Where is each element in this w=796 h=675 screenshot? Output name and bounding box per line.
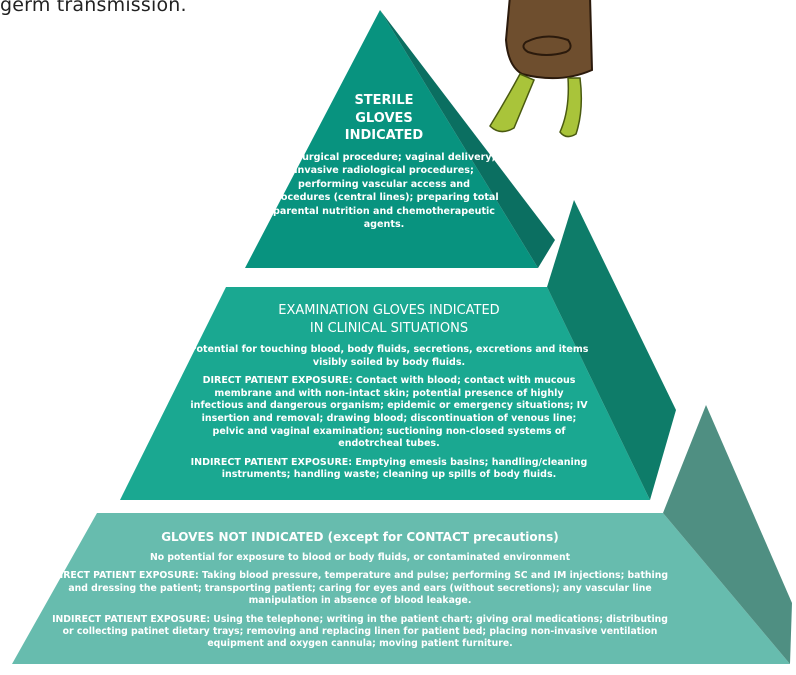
direct-exposure-text: DIRECT PATIENT EXPOSURE: Taking blood pr… xyxy=(52,570,668,607)
tier3-side-face xyxy=(663,405,792,664)
tier-title: STERILE xyxy=(354,93,414,108)
gloves-not-indicated-tier: GLOVES NOT INDICATED (except for CONTACT… xyxy=(50,528,670,651)
tier1-side-face xyxy=(380,10,555,268)
tier-description: Potential for touching blood, body fluid… xyxy=(189,344,589,368)
tier-description: No potential for exposure to blood or bo… xyxy=(149,552,571,563)
tier-title: GLOVES NOT INDICATED (except for CONTACT… xyxy=(161,530,559,544)
caption-text: germ transmission. xyxy=(0,0,187,16)
mascot-body xyxy=(504,0,594,80)
tier-title: INDICATED xyxy=(344,128,424,143)
sterile-gloves-tier: STERILE GLOVES INDICATED Any surgical pr… xyxy=(268,92,500,232)
tier1-front-face xyxy=(245,10,538,268)
tier2-front-face xyxy=(120,287,650,500)
mascot-character xyxy=(489,0,594,138)
mascot-left-leg xyxy=(489,73,535,133)
tier-description: Any surgical procedure; vaginal delivery… xyxy=(269,151,499,231)
tier-title: IN CLINICAL SITUATIONS xyxy=(309,321,469,336)
tier-title: GLOVES xyxy=(355,110,413,126)
mascot-mouth xyxy=(522,35,572,56)
examination-gloves-tier: EXAMINATION GLOVES INDICATED IN CLINICAL… xyxy=(188,302,590,482)
tier3-front-face xyxy=(12,513,790,664)
indirect-exposure-text: INDIRECT PATIENT EXPOSURE: Emptying emes… xyxy=(190,456,588,481)
indirect-exposure-text: INDIRECT PATIENT EXPOSURE: Using the tel… xyxy=(52,613,668,650)
tier2-side-face xyxy=(547,200,676,500)
direct-exposure-text: DIRECT PATIENT EXPOSURE: Contact with bl… xyxy=(190,375,588,450)
tier-title: EXAMINATION GLOVES INDICATED xyxy=(278,303,500,318)
mascot-right-leg xyxy=(559,77,583,138)
